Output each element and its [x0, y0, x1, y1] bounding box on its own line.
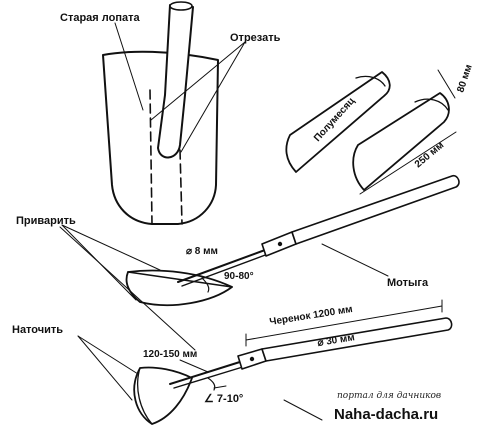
leader-120-150: [179, 359, 209, 373]
label-handle-length: Черенок 1200 мм: [269, 304, 354, 328]
rivet-1: [277, 241, 283, 247]
leader-cut-1: [150, 41, 246, 121]
old-shovel: [102, 1, 246, 225]
leader-sharpen-2: [77, 335, 133, 401]
hoe-blade-2: [133, 366, 193, 425]
leader-watermark: [283, 399, 323, 421]
watermark-site: Naha-dacha.ru: [334, 406, 438, 423]
dim-line-80: [437, 69, 456, 99]
leader-weld-1: [61, 224, 161, 271]
label-80mm: 80 мм: [455, 63, 474, 94]
dim-line-1200: [245, 305, 443, 341]
leader-hoe: [321, 243, 389, 277]
hoe-blade-1: [125, 269, 233, 307]
label-angle-90-80: 90-80°: [224, 271, 254, 282]
shovel-handle: [157, 4, 194, 159]
hoe-handle-1: [291, 174, 460, 245]
label-cut: Отрезать: [230, 32, 281, 44]
half-moon-piece-1: [285, 71, 391, 173]
label-120-150mm: 120-150 мм: [143, 349, 197, 360]
rivet-2: [249, 356, 255, 362]
label-old-shovel: Старая лопата: [60, 12, 140, 24]
label-angle-7-10: ∠ 7-10°: [204, 393, 243, 405]
hoe-sharpen: [77, 299, 453, 425]
handle-end: [169, 1, 193, 11]
leader-cut-2: [180, 41, 246, 153]
rod-2: [169, 360, 244, 385]
label-rod: ⌀ 8 мм: [186, 246, 218, 257]
watermark-tagline: портал для дачников: [337, 391, 441, 401]
dim-line-250: [359, 131, 457, 195]
label-weld: Приварить: [16, 215, 76, 227]
half-moon-piece-2: [352, 69, 457, 195]
hoe-handle-2: [261, 317, 453, 362]
leader-sharpen-1: [77, 335, 139, 375]
label-sharpen: Наточить: [12, 324, 63, 336]
leader-old-shovel: [114, 22, 144, 111]
hoe-assembled: [59, 174, 460, 351]
label-hoe: Мотыга: [387, 277, 429, 289]
rod-8mm: [177, 249, 266, 283]
leader-weld-3: [59, 226, 196, 351]
cut-line-left: [149, 89, 153, 225]
cut-line-right: [179, 149, 183, 225]
